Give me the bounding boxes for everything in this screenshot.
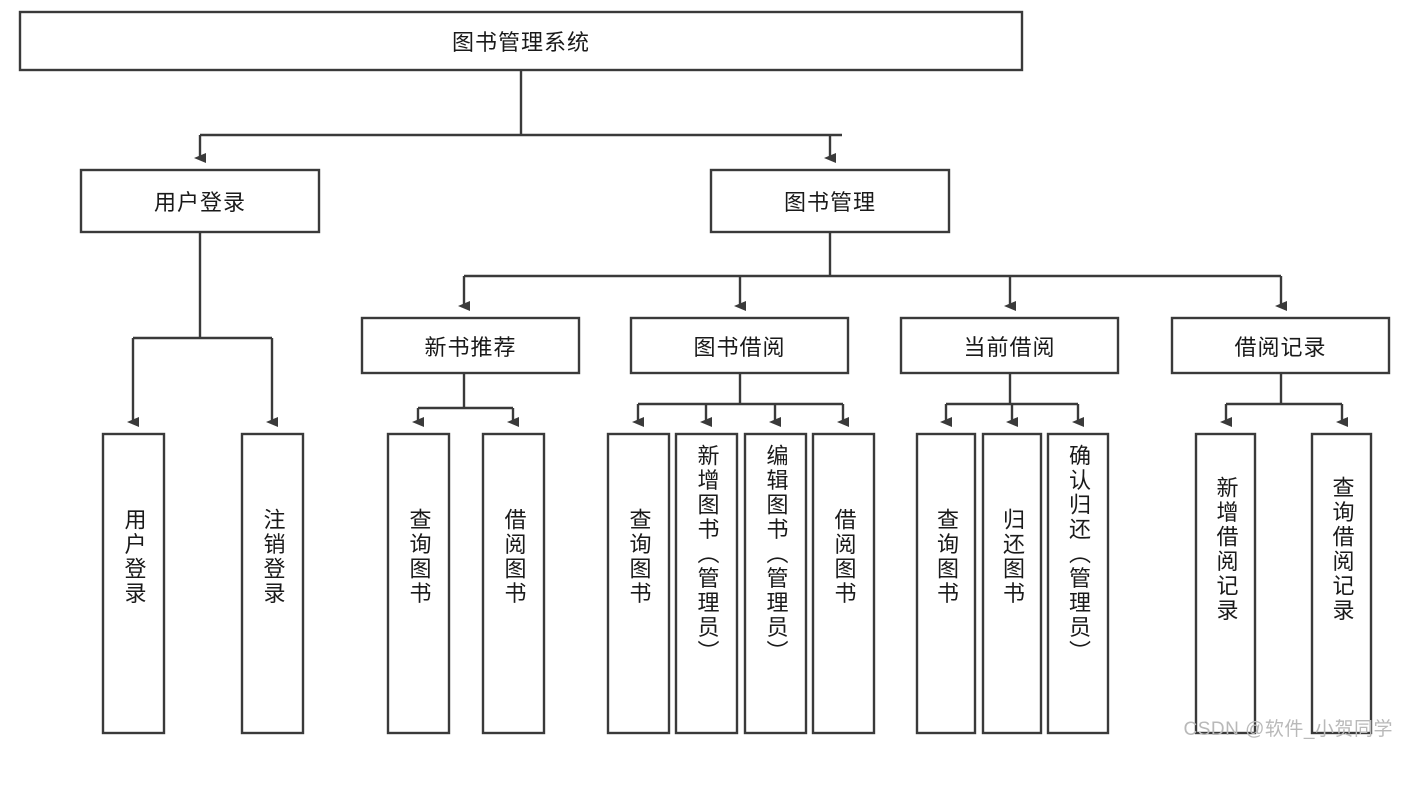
- connector-group-current-borrow: [940, 373, 1084, 427]
- node-box-user-login[interactable]: [79, 168, 321, 234]
- node-box-borrow-record[interactable]: [1170, 316, 1391, 375]
- node-box-leaf-query-book-current[interactable]: [915, 432, 977, 735]
- node-box-leaf-query-book-borrow[interactable]: [606, 432, 671, 735]
- node-box-leaf-query-borrow-record[interactable]: [1310, 432, 1373, 735]
- node-box-leaf-return-book[interactable]: [981, 432, 1043, 735]
- connector-group-book-borrow: [632, 373, 849, 427]
- connector-group-book-manage: [458, 232, 1287, 311]
- node-box-new-book-recommend[interactable]: [360, 316, 581, 375]
- node-box-current-borrow[interactable]: [899, 316, 1120, 375]
- node-box-leaf-confirm-return-admin[interactable]: [1046, 432, 1110, 735]
- connector-group-user-login: [127, 232, 278, 427]
- node-box-leaf-user-login[interactable]: [101, 432, 166, 735]
- node-box-book-manage[interactable]: [709, 168, 951, 234]
- functional-structure-diagram: [18, 10, 1391, 735]
- connector-group-new-book-recommend: [412, 373, 519, 427]
- node-box-leaf-add-book-admin[interactable]: [674, 432, 739, 735]
- node-box-book-borrow[interactable]: [629, 316, 850, 375]
- node-box-leaf-borrow-book-recommend[interactable]: [481, 432, 546, 735]
- node-box-leaf-user-logout[interactable]: [240, 432, 305, 735]
- connector-group-root: [194, 70, 842, 163]
- node-box-leaf-edit-book-admin[interactable]: [743, 432, 808, 735]
- node-box-root[interactable]: [18, 10, 1024, 72]
- node-box-leaf-add-borrow-record[interactable]: [1194, 432, 1257, 735]
- csdn-watermark: CSDN @软件_小贺同学: [1183, 719, 1393, 740]
- node-box-leaf-query-book-recommend[interactable]: [386, 432, 451, 735]
- node-box-leaf-borrow-book[interactable]: [811, 432, 876, 735]
- connector-group-borrow-record: [1220, 373, 1348, 427]
